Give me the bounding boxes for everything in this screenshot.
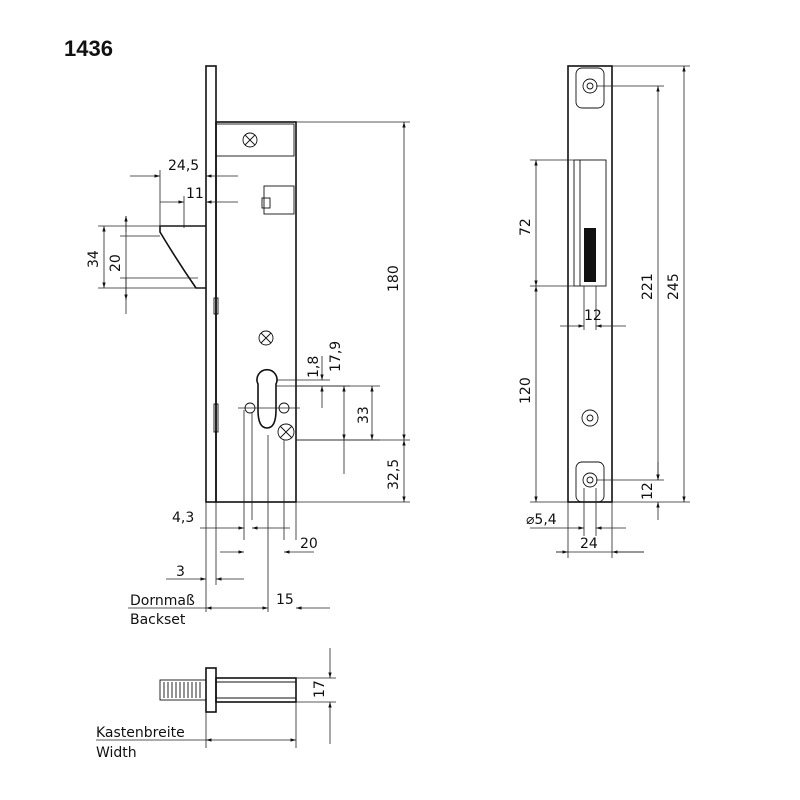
lever-block xyxy=(263,185,295,215)
case-profile xyxy=(215,677,297,703)
dim-12-bottom: 12 xyxy=(640,482,656,500)
dim-3: 3 xyxy=(176,564,185,580)
dim-15: 15 xyxy=(276,592,294,608)
lock-front-view xyxy=(159,65,297,612)
dim-32-5: 32,5 xyxy=(386,459,402,490)
case-width-view: 17 Kastenbreite Width xyxy=(96,648,336,761)
lock-case xyxy=(215,121,297,503)
faceplate-strip xyxy=(567,65,613,503)
faceplate-edge xyxy=(205,667,217,713)
side-view-dimensions: 72 12 120 221 245 12 ⌀5,4 24 xyxy=(518,65,690,554)
dim-17-9: 17,9 xyxy=(328,341,344,372)
latch-bolt xyxy=(159,225,206,289)
dim-33: 33 xyxy=(356,406,372,424)
dim-221: 221 xyxy=(640,273,656,300)
width-label-de: Kastenbreite xyxy=(96,725,185,741)
model-number: 1436 xyxy=(64,36,113,61)
dim-12-mid: 12 xyxy=(584,308,602,324)
dim-20-bottom: 20 xyxy=(300,536,318,552)
dim-diameter-5-4: ⌀5,4 xyxy=(526,512,557,528)
dim-11: 11 xyxy=(186,186,204,202)
latch-profile xyxy=(159,679,207,701)
bottom-screw-icon xyxy=(277,423,295,441)
dim-20-latch: 20 xyxy=(108,254,124,272)
faceplate-screw-bottom xyxy=(582,472,598,488)
faceplate xyxy=(205,65,217,503)
backset-label-de: Dornmaß xyxy=(130,593,195,609)
width-label-en: Width xyxy=(96,745,137,761)
front-view-dimensions: 24,5 11 34 20 180 32,5 1,8 xyxy=(86,121,410,628)
dim-180: 180 xyxy=(386,265,402,292)
backset-label-en: Backset xyxy=(130,612,186,628)
dim-1-8: 1,8 xyxy=(306,356,322,378)
dim-120: 120 xyxy=(518,377,534,404)
dim-34: 34 xyxy=(86,250,102,268)
dim-24-5: 24,5 xyxy=(168,158,199,174)
dim-4-3: 4,3 xyxy=(172,510,194,526)
faceplate-screw-mid xyxy=(581,409,599,427)
latch-slot xyxy=(584,228,596,282)
case-top-plate xyxy=(215,123,295,157)
dim-17: 17 xyxy=(312,680,328,698)
latch-window xyxy=(573,159,607,287)
faceplate-screw-top xyxy=(575,67,605,109)
dim-245: 245 xyxy=(666,273,682,300)
dim-24: 24 xyxy=(580,536,598,552)
mid-screw-icon xyxy=(258,330,274,346)
cylinder-cutout xyxy=(256,368,278,429)
top-screw-icon xyxy=(242,132,258,148)
dim-72: 72 xyxy=(518,218,534,236)
